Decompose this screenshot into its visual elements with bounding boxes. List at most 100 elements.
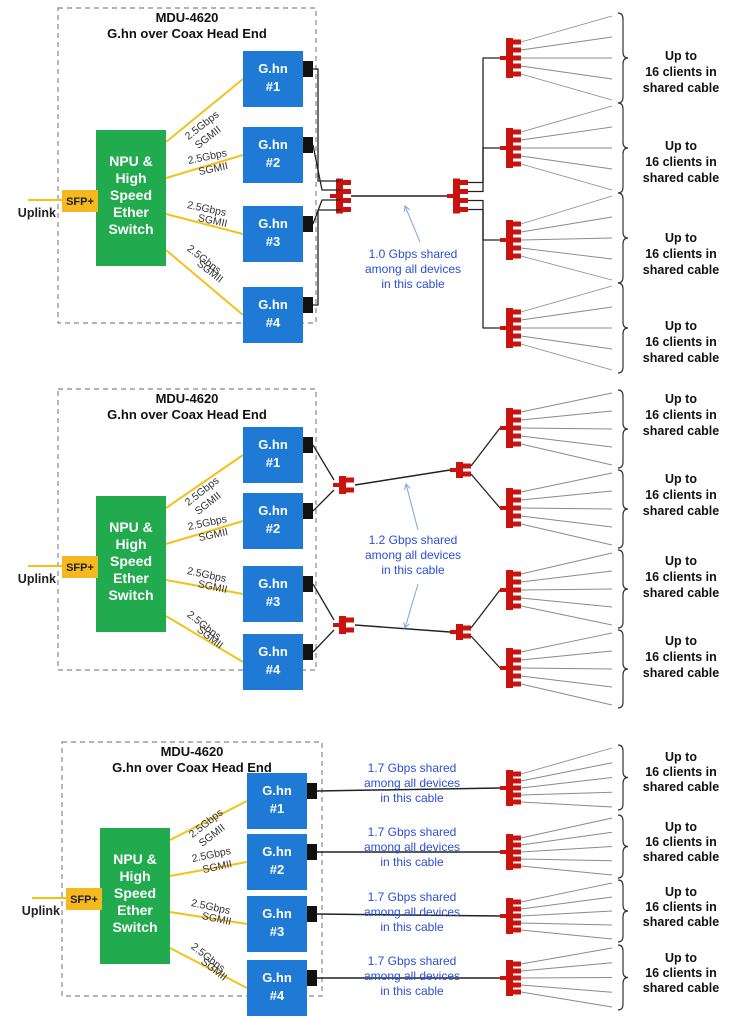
- coax-cable: [312, 444, 335, 481]
- clients-label-line1: Up to: [665, 634, 697, 648]
- npu-label-line: Ether: [113, 570, 149, 586]
- ghn-name-label: G.hn: [262, 783, 292, 798]
- splitter-icon: [500, 834, 521, 870]
- connector-icon: [303, 297, 313, 313]
- shared-bandwidth-note: among all devices: [364, 840, 460, 854]
- splitter-icon: [500, 770, 521, 806]
- head-end-border: [57, 7, 317, 324]
- clients-label-line3: shared cable: [643, 915, 719, 929]
- sfp-port: [66, 888, 102, 910]
- ghn-name-label: G.hn: [258, 644, 288, 659]
- clients-label-line2: 16 clients in: [645, 765, 717, 779]
- ghn-modem-box: [247, 896, 307, 952]
- clients-label-line1: Up to: [665, 392, 697, 406]
- client-cable: [520, 984, 613, 993]
- shared-bandwidth-note: among all devices: [365, 548, 461, 562]
- client-cable: [520, 126, 613, 141]
- coax-cable: [313, 209, 341, 306]
- uplink-label: Uplink: [18, 572, 56, 586]
- client-cable: [520, 858, 613, 862]
- sgmii-link: [165, 579, 244, 595]
- brace-icon: [617, 944, 629, 1011]
- splitter-icon: [500, 570, 521, 610]
- sgmii-link: [165, 78, 244, 143]
- client-cable: [520, 791, 613, 796]
- sgmii-link: [169, 947, 248, 989]
- ghn-modem-box: [243, 206, 303, 262]
- branch-cable: [468, 199, 500, 241]
- branch-cable: [468, 208, 500, 329]
- splitter-icon: [330, 178, 351, 214]
- branch-cable: [470, 427, 501, 467]
- clients-label-line1: Up to: [665, 231, 697, 245]
- npu-label-line: Switch: [112, 919, 157, 935]
- clients-label-line1: Up to: [665, 951, 697, 965]
- uplink-label: Uplink: [18, 206, 56, 220]
- clients-label-line3: shared cable: [643, 351, 719, 365]
- clients-label-line3: shared cable: [643, 850, 719, 864]
- client-cable: [520, 922, 613, 926]
- ghn-name-label: G.hn: [258, 216, 288, 231]
- npu-label-line: NPU &: [109, 153, 153, 169]
- client-cable: [520, 343, 613, 371]
- brace-icon: [617, 814, 629, 879]
- connector-icon: [303, 137, 313, 153]
- shared-bandwidth-note: among all devices: [364, 776, 460, 790]
- splitter-icon: [500, 128, 521, 168]
- shared-bandwidth-note: 1.0 Gbps shared: [369, 247, 458, 261]
- shared-bandwidth-note: in this cable: [380, 855, 444, 869]
- shared-bandwidth-note: in this cable: [380, 920, 444, 934]
- brace-icon: [617, 469, 629, 549]
- clients-label-line3: shared cable: [643, 171, 719, 185]
- sfp-label: SFP+: [70, 894, 98, 906]
- client-cable: [520, 285, 613, 313]
- client-cable: [520, 15, 613, 43]
- ghn-number-label: #2: [266, 155, 280, 170]
- npu-label-line: Ether: [117, 902, 153, 918]
- client-cable: [520, 392, 613, 413]
- connector-icon: [307, 906, 317, 922]
- arrow-head: [403, 205, 410, 213]
- client-cable: [520, 515, 613, 528]
- npu-label-line: NPU &: [113, 851, 157, 867]
- ghn-modem-box: [243, 127, 303, 183]
- client-cable: [520, 247, 613, 260]
- head-end-border: [57, 388, 317, 671]
- ghn-number-label: #4: [266, 315, 281, 330]
- coax-cable: [312, 199, 341, 225]
- splitter-icon: [447, 178, 468, 214]
- clients-label-line2: 16 clients in: [645, 155, 717, 169]
- connector-icon: [303, 576, 313, 592]
- head-end-subtitle: G.hn over Coax Head End: [107, 26, 267, 41]
- client-cable: [520, 650, 613, 661]
- client-cable: [520, 73, 613, 101]
- client-cable: [520, 36, 613, 51]
- brace-icon: [617, 12, 629, 104]
- ghn-name-label: G.hn: [258, 503, 288, 518]
- client-cable: [520, 605, 613, 626]
- sfp-label: SFP+: [66, 562, 94, 574]
- clients-label-line3: shared cable: [643, 424, 719, 438]
- client-cable: [520, 216, 613, 233]
- arrow-icon: [405, 483, 419, 531]
- ghn-number-label: #2: [266, 521, 280, 536]
- coax-cable: [312, 144, 341, 191]
- ghn-number-label: #1: [270, 801, 284, 816]
- shared-bandwidth-note: among all devices: [364, 969, 460, 983]
- client-cable: [520, 105, 613, 133]
- splitter-icon: [500, 488, 521, 528]
- coax-cable: [316, 787, 501, 792]
- sgmii-link: [165, 249, 244, 316]
- client-cable: [520, 65, 613, 80]
- arrow-icon: [404, 583, 419, 629]
- ghn-name-label: G.hn: [258, 576, 288, 591]
- head-end-title: MDU-4620: [161, 744, 224, 759]
- ghn-modem-box: [243, 634, 303, 690]
- sgmii-link: [169, 861, 248, 877]
- brace-icon: [617, 282, 629, 374]
- client-cable: [520, 552, 613, 575]
- client-cable: [520, 929, 613, 940]
- client-cable: [520, 155, 613, 170]
- splitter-icon: [500, 408, 521, 448]
